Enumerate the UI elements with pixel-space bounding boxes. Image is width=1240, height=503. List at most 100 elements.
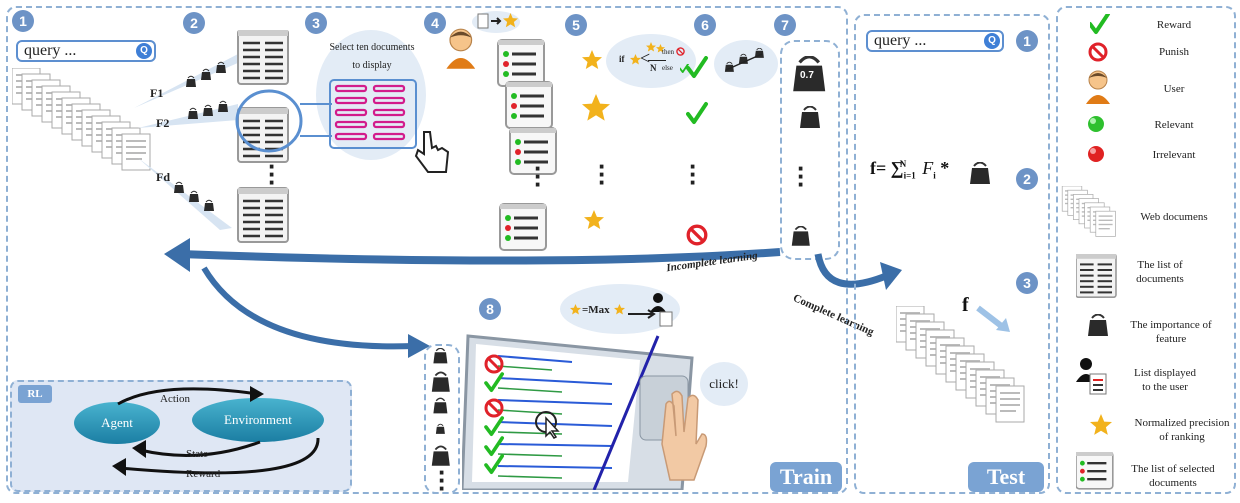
cursor-icon [535, 411, 560, 439]
weight-update-bubble [714, 40, 778, 88]
test-step-3: 3 [1016, 272, 1038, 294]
search-icon[interactable]: Q [136, 43, 152, 59]
paperclip-list [329, 79, 417, 149]
web-documents-icon [1061, 186, 1117, 238]
reward-icon [1090, 14, 1110, 34]
legend-punish: Punish [1159, 46, 1189, 58]
ellipsis-dots: ··· [534, 153, 543, 199]
legend-document-list: The list of documents [1136, 259, 1184, 285]
punish-icon [1088, 42, 1108, 62]
select-caption-2: to display [352, 60, 392, 71]
rl-environment: Environment [192, 398, 324, 442]
legend-displayed-list: List displayed to the user [1133, 367, 1197, 393]
train-query-box[interactable]: query ... Q [16, 40, 156, 62]
relevant-dot-icon [1088, 116, 1104, 132]
ellipsis-dots: ··· [598, 151, 607, 197]
legend-precision: Normalized precision of ranking [1134, 417, 1230, 443]
selection-ellipse [235, 89, 303, 153]
feature-weights-row3 [173, 181, 215, 212]
formula-weight-icon [969, 162, 991, 184]
step-5: 5 [565, 14, 587, 36]
user-icon [1085, 70, 1111, 105]
legend-user: User [1163, 83, 1185, 95]
click-bubble: click! [700, 362, 748, 406]
test-query-placeholder: query ... [874, 32, 927, 49]
weight-update-icon [724, 48, 765, 73]
rl-state-label: State [186, 448, 208, 460]
list-arrow-star-icon [472, 11, 520, 33]
selected-list-icon [1076, 452, 1115, 490]
weight-value: 0.7 [800, 70, 814, 81]
test-f-label: f [962, 294, 969, 316]
legend-irrelevant: Irrelevant [1152, 149, 1196, 161]
feature-f2: F2 [156, 116, 170, 130]
irrelevant-dot-icon [1088, 146, 1104, 162]
ellipsis-dots: ··· [438, 457, 447, 503]
ellipsis-dots: ··· [689, 151, 698, 197]
formula-sub: i=1 [903, 170, 916, 181]
display-list-user-icon [628, 293, 673, 327]
rl-agent: Agent [74, 402, 160, 444]
test-query-box[interactable]: query ... Q [866, 30, 1004, 52]
step-8: 8 [479, 298, 501, 320]
max-label: =Max [582, 304, 610, 316]
monitor-screen [462, 334, 694, 490]
test-step-1: 1 [1016, 30, 1038, 52]
max-star-right [614, 304, 625, 315]
step-2: 2 [183, 12, 205, 34]
test-step-2: 2 [1016, 168, 1038, 190]
complete-learning-arrow [814, 253, 902, 290]
step-7: 7 [774, 14, 796, 36]
feature-importance-column [780, 40, 840, 260]
max-star-left [570, 304, 581, 315]
selection-bubble [316, 30, 426, 160]
user-icon [445, 28, 476, 70]
train-label: Train [770, 462, 842, 492]
rl-action-label: Action [160, 393, 190, 405]
screen-result-marks [484, 354, 505, 475]
test-f-arrow [976, 305, 1010, 332]
rl-reward-label: Reward [186, 468, 221, 480]
step-1: 1 [12, 10, 34, 32]
rl-arrows [112, 386, 320, 476]
feature-weights-row2 [187, 100, 229, 120]
rule-if: if [619, 54, 625, 64]
legend-importance: The importance of feature [1130, 319, 1212, 345]
feature-fd: Fd [156, 170, 171, 184]
incomplete-learning-arrow [164, 238, 781, 272]
document-list-icon [1076, 254, 1118, 299]
weight-medium-icon [799, 106, 821, 129]
ellipsis-dots: ··· [268, 151, 277, 197]
rule-else: else [662, 64, 673, 72]
rule-punish-icon [676, 47, 685, 56]
select-caption-1: Select ten documents [329, 42, 415, 53]
step-6: 6 [694, 14, 716, 36]
rule-then: then [662, 48, 675, 56]
ellipsis-dots: ··· [797, 153, 806, 199]
rule-n: N [650, 63, 657, 73]
precision-star-icon [1090, 414, 1112, 435]
test-panel [854, 14, 1050, 494]
train-query-placeholder: query ... [24, 42, 77, 59]
test-label: Test [968, 462, 1044, 492]
hand-pointer-icon [414, 131, 450, 173]
importance-weight-icon [1087, 314, 1109, 337]
legend-selected-list: The list of selected documents [1131, 463, 1215, 489]
feature-f1: F1 [150, 86, 164, 100]
rule-lt: < [640, 48, 651, 68]
rule-fraction-line [648, 60, 666, 61]
displayed-list-icon [1076, 358, 1107, 395]
search-icon[interactable]: Q [984, 33, 1000, 49]
step-3: 3 [305, 12, 327, 34]
hand-touch-icon [661, 390, 708, 481]
train-panel [6, 6, 848, 494]
legend-reward: Reward [1156, 19, 1192, 31]
legend-relevant: Relevant [1154, 119, 1194, 131]
feedback-arrow [201, 266, 430, 358]
weights-strip [424, 344, 460, 494]
formula-fsub: i [933, 170, 936, 181]
bubble-connector [300, 103, 332, 137]
legend-web-documents: Web documens [1140, 211, 1208, 223]
formula-sup: N [899, 159, 907, 169]
